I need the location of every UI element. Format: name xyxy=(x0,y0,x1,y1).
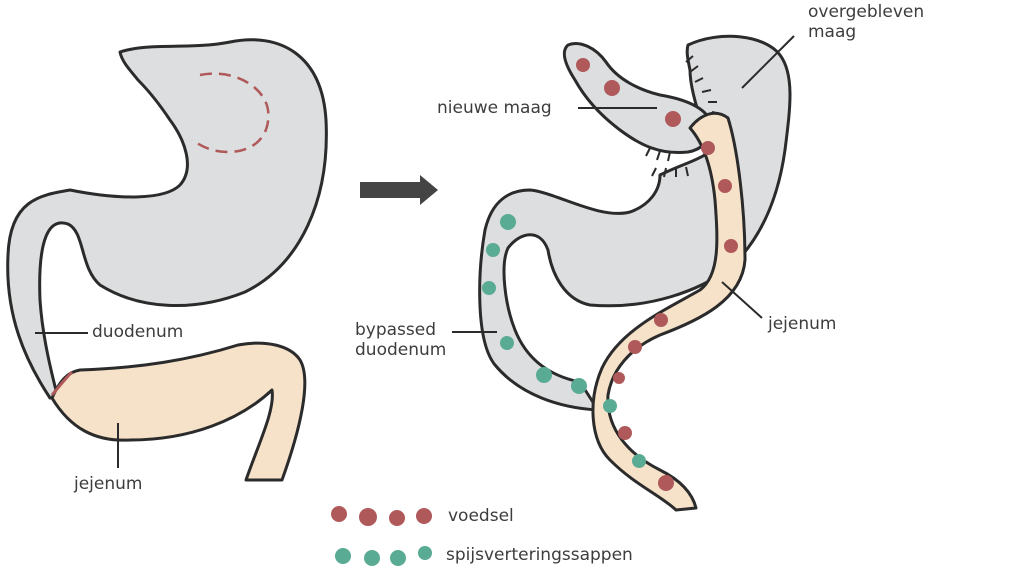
junction-seam xyxy=(50,370,74,396)
juice-dots xyxy=(482,214,646,468)
legend-food-dots xyxy=(331,506,432,526)
jejenum-right-leader xyxy=(721,281,763,319)
legend-juices-label: spijsverteringssappen xyxy=(446,545,633,565)
legend-food-label: voedsel xyxy=(448,506,514,526)
overgebleven-label-line1: overgebleven xyxy=(808,2,925,22)
normal-jejunum xyxy=(50,341,307,482)
overgebleven-maag-label: overgebleven maag xyxy=(808,2,924,42)
overgebleven-label-line2: maag xyxy=(808,22,857,42)
normal-stomach-group xyxy=(6,38,328,482)
food-dots xyxy=(576,58,738,491)
bypassed-label-line1: bypassed xyxy=(355,320,437,340)
staple-marks-bottom xyxy=(645,147,689,178)
jejenum-right-label: jejenum xyxy=(768,314,837,334)
normal-stomach xyxy=(6,38,328,400)
roux-jejunum xyxy=(591,111,747,512)
nieuwe-maag-label: nieuwe maag xyxy=(437,98,552,118)
bypassed-duodenum-label: bypassed duodenum xyxy=(355,320,446,360)
arrow-right-icon xyxy=(360,175,438,205)
jejenum-left-label: jejenum xyxy=(74,474,143,494)
legend-juice-dots xyxy=(335,546,432,566)
duodenum-label: duodenum xyxy=(92,322,184,342)
bypassed-label-line2: duodenum xyxy=(355,340,447,360)
overgebleven-leader xyxy=(741,35,795,89)
planned-cut-line xyxy=(191,72,270,154)
